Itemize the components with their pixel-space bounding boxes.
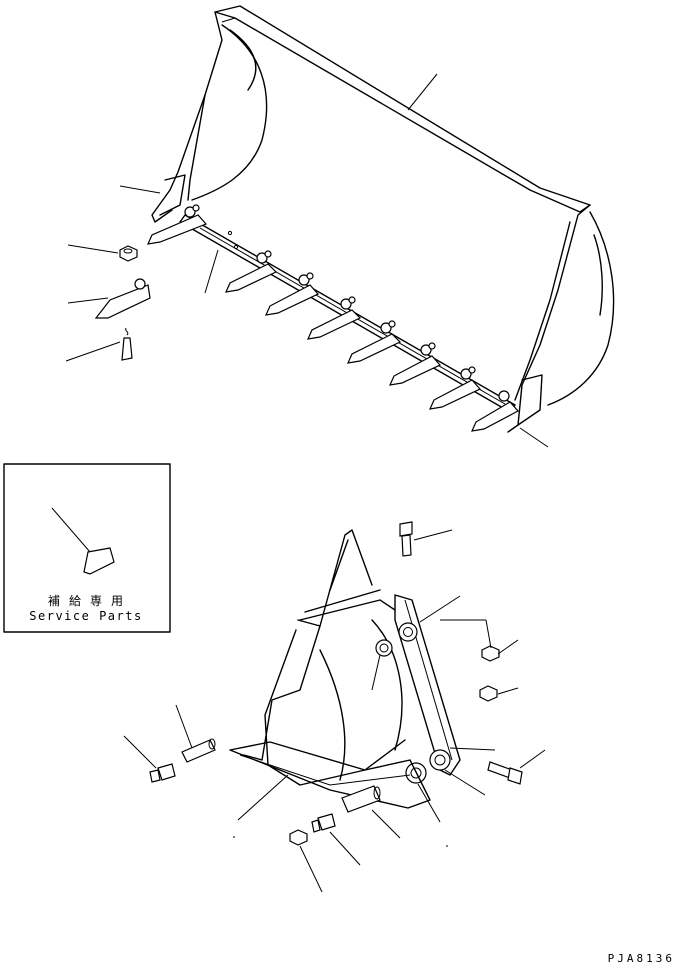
bucket-tooth: [388, 342, 441, 386]
pin-part: [341, 785, 381, 813]
bolt-part: [399, 521, 413, 557]
leader-lines-lower: [123, 529, 546, 893]
side-cutter-assembly: [229, 529, 461, 809]
nut-part: [119, 245, 138, 262]
nut-part: [481, 645, 500, 662]
pin-part: [181, 738, 216, 763]
grease-fitting-part: [311, 813, 336, 833]
bucket-tooth: [306, 296, 362, 340]
service-parts-label-en: Service Parts: [29, 609, 143, 623]
bucket-assembly: [151, 5, 615, 433]
bucket-tooth: [470, 390, 519, 432]
bucket-tooth: [346, 320, 402, 364]
bucket-tooth: [146, 204, 208, 245]
tooth-part: [94, 278, 151, 319]
bucket-tooth: [428, 366, 481, 410]
bucket-tooth: [264, 272, 319, 316]
bolt-part: [487, 761, 523, 785]
service-parts-label-jp: 補給専用: [47, 594, 132, 608]
nut-part: [479, 685, 498, 702]
bucket-tooth: [224, 250, 278, 293]
drawing-code: PJA8136: [607, 952, 675, 965]
service-parts-inset: [3, 463, 171, 633]
nut-part: [289, 829, 308, 846]
teeth-row: [146, 204, 519, 432]
grease-fitting-part: [149, 763, 176, 783]
leader-lines-upper: [65, 73, 549, 448]
pin-part: [121, 327, 133, 361]
